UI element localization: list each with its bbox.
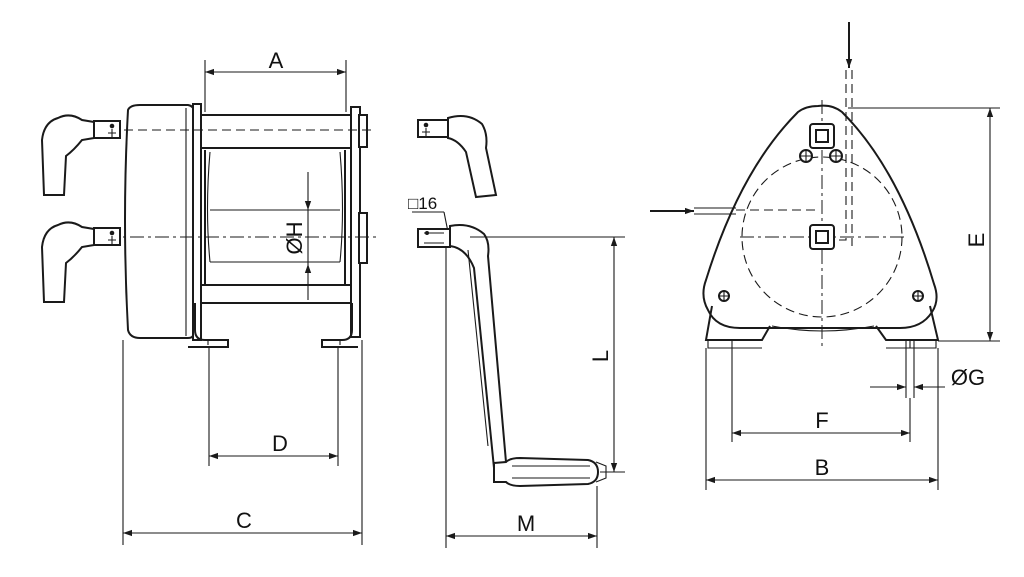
crank-arm (449, 224, 508, 470)
label-b: B (815, 455, 830, 480)
label-g: ØG (951, 365, 985, 390)
front-view: E ØG F B (650, 22, 1000, 490)
label-f: F (815, 408, 828, 433)
screw-heads (718, 149, 924, 302)
flange-plate (192, 103, 202, 341)
crank-handle-detached (417, 115, 498, 199)
label-l: L (588, 350, 613, 362)
label-d: D (272, 431, 288, 456)
crank-handle-lower (40, 221, 121, 303)
label-h: ØH (282, 222, 307, 255)
crank-grip (493, 456, 600, 488)
side-view: A ØH D C (40, 48, 380, 545)
triangular-housing (702, 104, 938, 329)
label-a: A (269, 48, 284, 73)
crank-handle-upper (40, 114, 121, 196)
label-e: E (964, 233, 989, 248)
crank-view: □16 L M (408, 115, 625, 548)
gear-housing (124, 104, 195, 339)
label-m: M (517, 511, 535, 536)
label-c: C (236, 508, 252, 533)
label-square-16: □16 (408, 194, 437, 213)
